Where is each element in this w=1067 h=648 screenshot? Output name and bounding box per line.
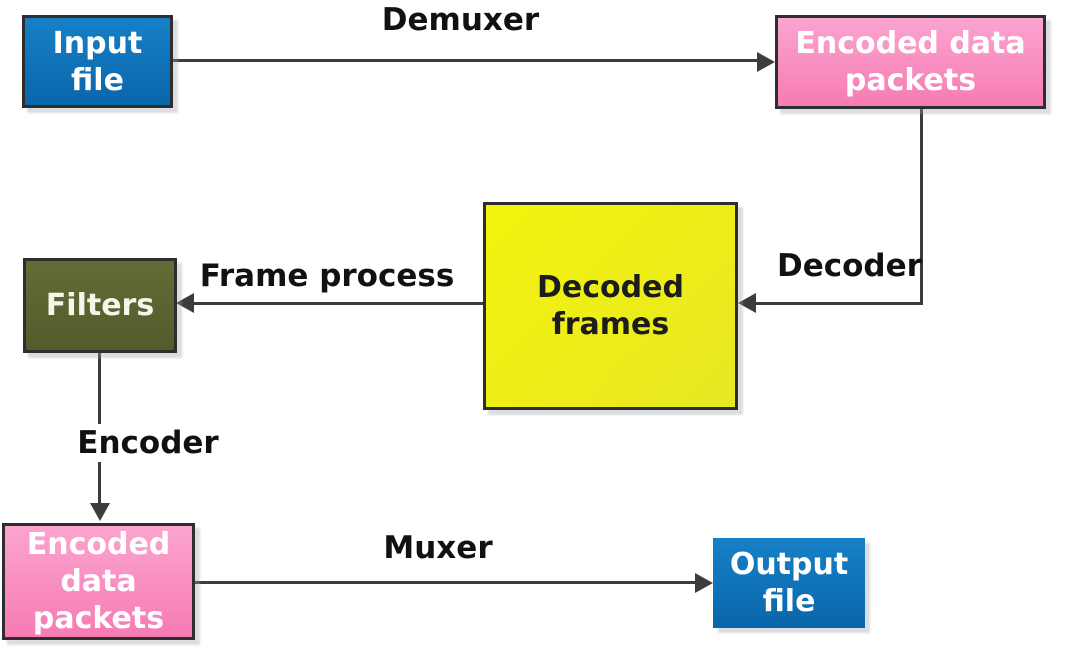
frame-process-edge-line — [193, 302, 483, 305]
node-encoded-data-packets-bottom: Encoded data packets — [2, 523, 195, 640]
encoder-edge-label: Encoder — [74, 424, 222, 462]
node-input-file: Input file — [22, 15, 173, 108]
node-input-file-label: Input file — [52, 25, 143, 98]
frame-process-arrowhead-icon — [176, 293, 194, 313]
decoder-arrowhead-icon — [738, 293, 756, 313]
decoder-edge-label: Decoder — [777, 248, 922, 284]
node-decoded-frames-label: Decoded frames — [537, 270, 684, 342]
muxer-arrowhead-icon — [695, 573, 713, 593]
node-output-file-label: Output file — [729, 547, 849, 619]
frame-process-edge-label: Frame process — [199, 258, 455, 294]
muxer-edge-line — [195, 581, 695, 584]
node-output-file: Output file — [713, 538, 865, 628]
demuxer-edge-label: Demuxer — [381, 2, 540, 38]
demuxer-arrowhead-icon — [757, 52, 775, 72]
demuxer-edge-line — [173, 59, 759, 62]
decoder-edge-line-vertical — [920, 109, 923, 305]
decoder-edge-line-horizontal — [754, 302, 922, 305]
node-filters-label: Filters — [45, 288, 155, 323]
node-filters: Filters — [23, 258, 177, 353]
node-encoded-data-packets-bottom-label: Encoded data packets — [26, 527, 171, 636]
node-encoded-data-packets-top: Encoded data packets — [775, 15, 1046, 109]
node-encoded-data-packets-top-label: Encoded data packets — [795, 26, 1026, 98]
node-decoded-frames: Decoded frames — [483, 202, 738, 410]
muxer-edge-label: Muxer — [383, 530, 493, 566]
encoder-arrowhead-icon — [90, 503, 110, 521]
